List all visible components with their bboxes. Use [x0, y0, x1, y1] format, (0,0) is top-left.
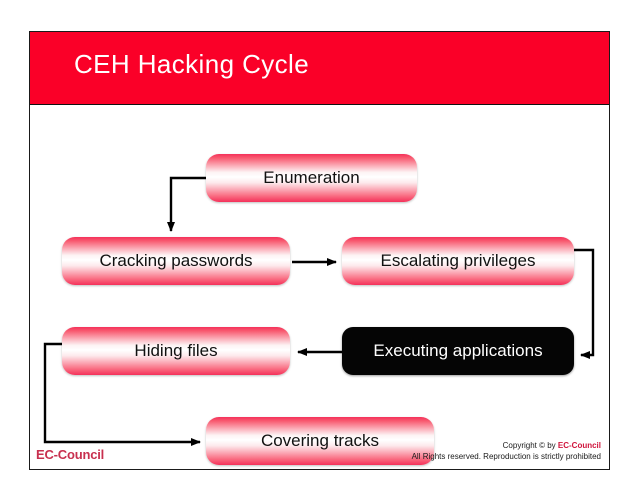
arrow-enumeration-to-cracking-passwords	[167, 176, 206, 232]
copyright-brand: EC-Council	[557, 441, 601, 450]
node-label: Hiding files	[134, 341, 218, 360]
node-label: Cracking passwords	[99, 251, 253, 270]
node-covering-tracks[interactable]: Covering tracks	[206, 417, 434, 465]
node-hiding-files[interactable]: Hiding files	[62, 327, 290, 375]
slide-frame: CEH Hacking Cycle Enumeration	[29, 31, 610, 470]
node-enumeration[interactable]: Enumeration	[206, 154, 417, 202]
node-label: Escalating privileges	[380, 251, 536, 270]
ec-council-logo: EC-Council	[36, 447, 105, 462]
node-cracking-passwords[interactable]: Cracking passwords	[62, 237, 290, 285]
node-executing-applications[interactable]: Executing applications	[342, 327, 574, 375]
node-label: Executing applications	[373, 341, 543, 360]
slide-title-bar: CEH Hacking Cycle	[30, 32, 609, 105]
copyright-line: Copyright © by EC-Council	[503, 441, 601, 450]
node-label: Covering tracks	[260, 431, 380, 450]
rights-line: All Rights reserved. Reproduction is str…	[411, 452, 601, 461]
node-label: Enumeration	[263, 168, 360, 187]
arrow-escalating-privileges-to-executing-applications	[574, 248, 595, 359]
node-escalating-privileges[interactable]: Escalating privileges	[342, 237, 574, 285]
page-title: CEH Hacking Cycle	[74, 49, 310, 79]
connector-layer	[43, 176, 595, 446]
arrow-hiding-files-to-covering-tracks	[43, 342, 201, 446]
copyright-prefix: Copyright © by	[502, 441, 558, 450]
diagram-canvas: Enumeration Cracking passwords Escalatin…	[30, 105, 609, 469]
